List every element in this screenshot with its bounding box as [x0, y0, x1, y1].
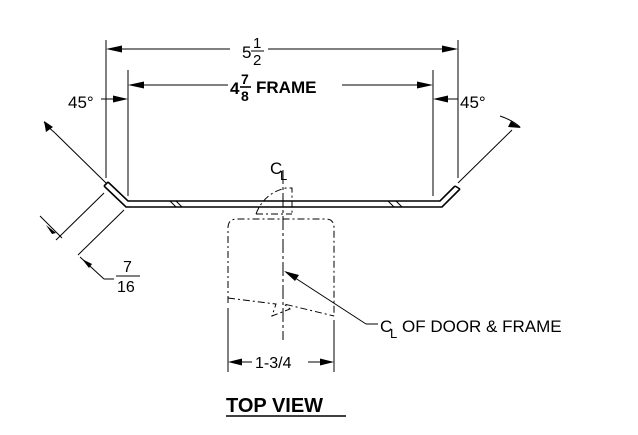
frame-return-left [103, 181, 109, 187]
angle-right-arc [499, 115, 521, 128]
centerline-leader [285, 271, 367, 325]
door-phantom [227, 187, 335, 317]
arrowhead-right [442, 45, 458, 53]
centerline-symbol-top-sub: L [280, 168, 287, 183]
door-swing-arc [255, 187, 293, 215]
door-break-line [227, 297, 335, 317]
overall-dimension-numerator: 1 [253, 35, 261, 52]
arrowhead-right [417, 81, 433, 89]
arrowhead-left [128, 81, 144, 89]
frame-profile-inner-edge [107, 181, 456, 202]
door-outline [227, 218, 335, 316]
arrowhead [44, 121, 53, 132]
frame-dimension-numerator: 7 [241, 71, 249, 87]
view-title: TOP VIEW [226, 395, 323, 417]
angle-right-label: 45° [460, 93, 486, 112]
return-extension-2 [77, 209, 125, 256]
arrowhead-left [106, 45, 122, 53]
overall-dimension-denominator: 2 [253, 52, 261, 69]
angle-callout-left: 45° [43, 93, 128, 184]
door-thickness-dimension: 1-3/4 [227, 308, 335, 372]
return-dimension-denominator: 16 [117, 279, 135, 296]
centerline-symbol-top: C [270, 159, 282, 178]
frame-profile-outer-edge [103, 185, 461, 208]
centerline-callout: OF DOOR & FRAME [402, 317, 562, 336]
arrowhead [113, 95, 128, 103]
frame-return-right [454, 185, 461, 190]
arrowhead [284, 271, 299, 281]
angle-left-extension [54, 132, 107, 184]
frame-dimension-denominator: 8 [241, 88, 249, 104]
frame-dimension-whole: 4 [230, 79, 240, 98]
return-dimension-line [39, 215, 63, 239]
frame-dimension-word: FRAME [256, 78, 316, 97]
return-dimension: 7 16 [39, 192, 140, 296]
door-thickness-label: 1-3/4 [255, 355, 292, 372]
frame-weld-marks [169, 200, 403, 208]
frame-profile [103, 181, 461, 208]
arrowhead [82, 259, 92, 268]
view-title-block: TOP VIEW [226, 395, 346, 417]
frame-dimension: 4 7 8 FRAME [127, 70, 434, 196]
angle-left-label: 45° [68, 93, 94, 112]
centerline-callout-symbol: C [380, 317, 392, 336]
arrowhead [433, 95, 448, 103]
overall-dimension: 5 1 2 [105, 35, 459, 178]
centerline: C L C L OF DOOR & FRAME [270, 159, 562, 341]
arrowhead-right [320, 358, 334, 366]
return-dimension-numerator: 7 [123, 259, 132, 276]
centerline-callout-symbol-sub: L [390, 326, 397, 341]
angle-right-extension [457, 129, 513, 184]
angle-callout-right: 45° [433, 93, 521, 184]
arrowhead [508, 121, 521, 128]
arrowhead-left [228, 358, 242, 366]
arrowhead [46, 225, 56, 234]
return-extension-1 [55, 192, 105, 241]
overall-dimension-whole: 5 [242, 43, 251, 62]
